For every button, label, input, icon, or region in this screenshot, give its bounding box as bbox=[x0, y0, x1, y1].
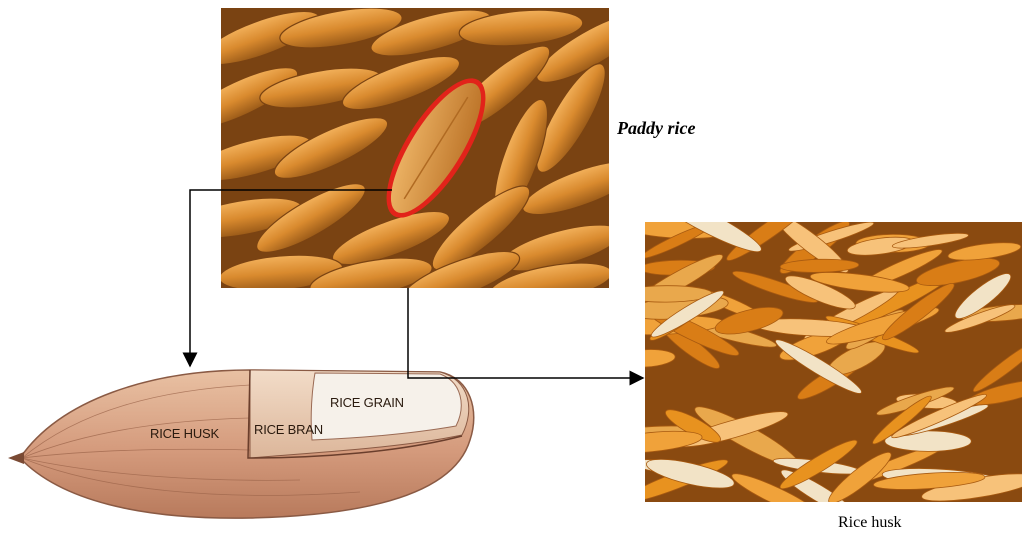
rice-bran-part-label: RICE BRAN bbox=[254, 422, 323, 437]
grain-illustration bbox=[0, 340, 500, 530]
paddy-rice-photo bbox=[221, 8, 609, 288]
paddy-rice-label: Paddy rice bbox=[617, 118, 695, 139]
paddy-rice-image bbox=[221, 8, 609, 288]
rice-husk-image bbox=[645, 222, 1022, 502]
rice-husk-caption: Rice husk bbox=[838, 514, 902, 532]
rice-grain-diagram: RICE HUSK RICE BRAN RICE GRAIN bbox=[0, 340, 500, 530]
rice-grain-part-label: RICE GRAIN bbox=[330, 395, 404, 410]
rice-husk-photo bbox=[645, 222, 1022, 502]
rice-husk-part-label: RICE HUSK bbox=[150, 426, 219, 441]
